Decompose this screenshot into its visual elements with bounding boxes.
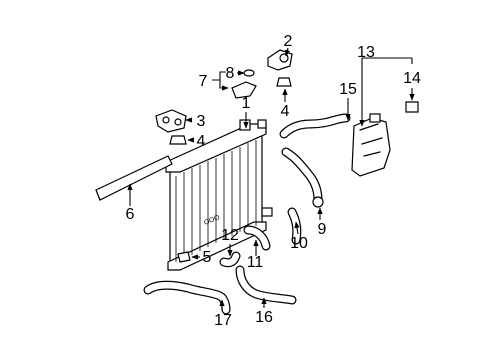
- part-11-hose: [243, 225, 271, 251]
- part-9-upper-hose: [281, 147, 324, 208]
- part-7-bracket: [231, 81, 257, 99]
- part-4-grommet-lower: [169, 135, 187, 145]
- callout-4-lower: 4: [197, 133, 206, 150]
- part-16-hose: [235, 265, 297, 305]
- part-8-clip: [243, 69, 255, 77]
- part-12-connector: [219, 251, 241, 268]
- callout-17: 17: [214, 312, 232, 329]
- callout-3: 3: [197, 113, 206, 130]
- callout-14: 14: [403, 70, 421, 87]
- part-13-reservoir: [351, 113, 391, 177]
- callout-2: 2: [284, 33, 293, 50]
- callout-6: 6: [126, 206, 135, 223]
- callout-15: 15: [339, 81, 357, 98]
- part-2-mount: [267, 49, 293, 71]
- part-3-bracket: [155, 109, 187, 133]
- callout-9: 9: [318, 221, 327, 238]
- part-15-overflow-hose: [279, 113, 351, 139]
- callout-8: 8: [226, 65, 235, 82]
- part-17-hose: [143, 280, 231, 315]
- part-6-seal-strip: [95, 155, 173, 201]
- callout-12: 12: [221, 227, 239, 244]
- part-14-cap: [405, 101, 419, 113]
- callout-4-upper: 4: [281, 103, 290, 120]
- callout-13: 13: [357, 44, 375, 61]
- callout-7: 7: [199, 73, 208, 90]
- part-5-drain-plug: [177, 251, 191, 263]
- callout-1: 1: [242, 95, 251, 112]
- callout-5: 5: [203, 249, 212, 266]
- callout-11: 11: [247, 254, 264, 271]
- callout-16: 16: [255, 309, 273, 326]
- part-4-grommet-upper: [276, 77, 292, 87]
- callout-10: 10: [290, 235, 308, 252]
